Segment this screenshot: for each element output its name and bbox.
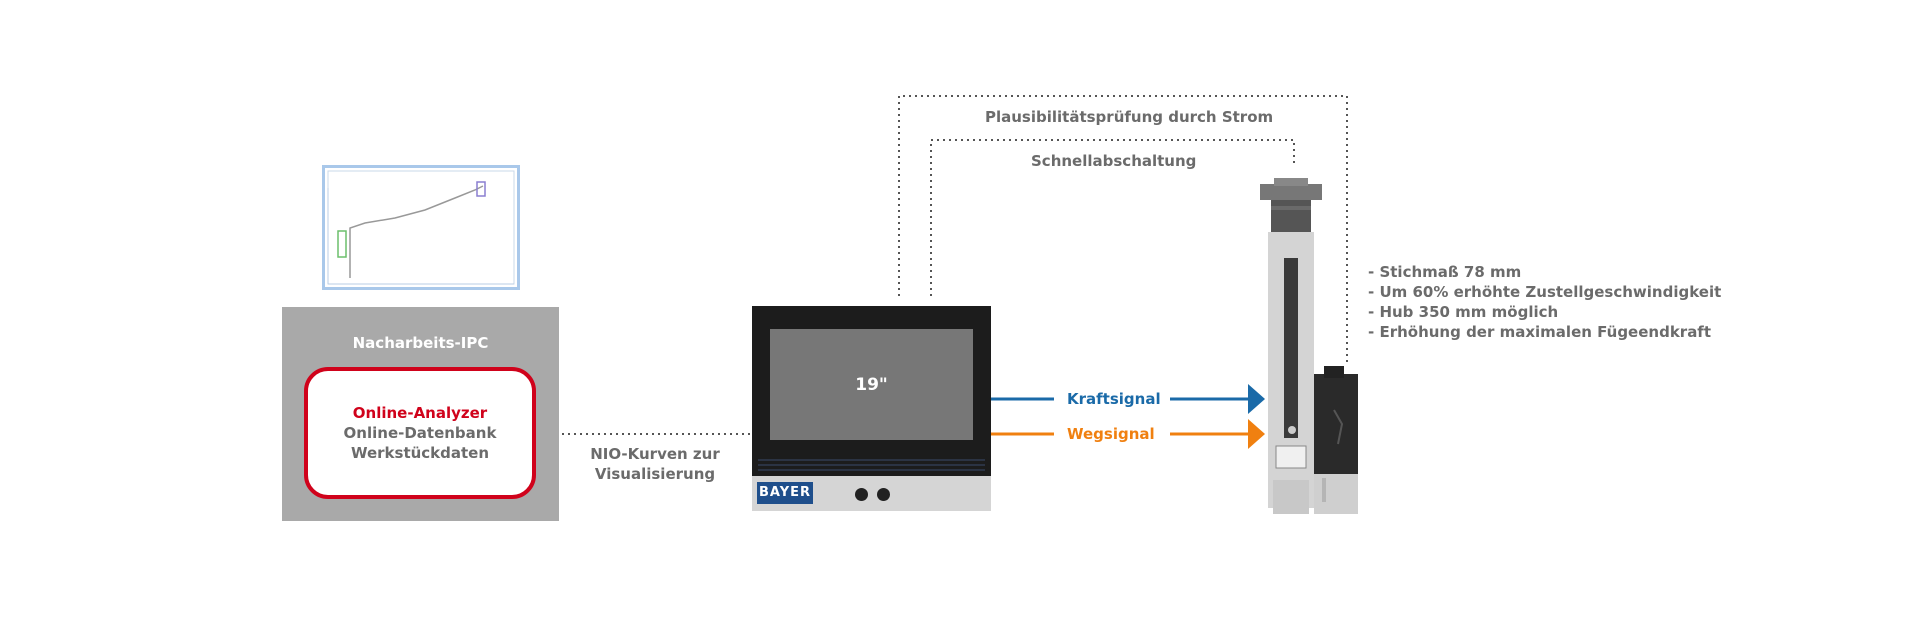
signal-arrows <box>991 384 1265 449</box>
window-purple <box>476 181 486 197</box>
online-datenbank-label: Online-Datenbank <box>343 424 497 442</box>
curve-line <box>349 185 484 278</box>
ipc-software-box: Online-Analyzer Online-Datenbank Werkstü… <box>304 367 536 499</box>
press-motor <box>1271 200 1311 232</box>
press-drive-box <box>1314 374 1358 474</box>
window-green <box>337 230 347 258</box>
nio-link-label-line-1: NIO-Kurven zur <box>590 445 720 463</box>
nio-link-label-line-2: Visualisierung <box>594 465 716 483</box>
bayer-logo: BAYER <box>757 482 813 504</box>
monitor-stripes <box>758 459 985 471</box>
curve-thumbnail-plot <box>327 170 515 285</box>
nio-link-label: NIO-Kurven zur Visualisierung <box>580 444 730 484</box>
wegsignal-label: Wegsignal <box>1067 425 1155 443</box>
online-analyzer-label: Online-Analyzer <box>352 404 488 422</box>
feedback-inner-label: Schnellabschaltung <box>1031 152 1197 170</box>
screen-size-label: 19" <box>855 375 888 395</box>
feedback-inner-line <box>930 139 1295 296</box>
spec-item: - Erhöhung der maximalen Fügeendkraft <box>1368 323 1712 341</box>
specs-list: - Stichmaß 78 mm - Um 60% erhöhte Zustel… <box>1368 262 1721 342</box>
kraft-arrow-head <box>1248 384 1265 414</box>
press-slot <box>1284 258 1298 438</box>
weg-arrow-head <box>1248 419 1265 449</box>
monitor-screen <box>770 329 973 440</box>
spec-item: - Stichmaß 78 mm <box>1368 263 1522 281</box>
knob-right <box>877 488 890 501</box>
ipc-title: Nacharbeits-IPC <box>352 334 489 352</box>
spec-item: - Hub 350 mm möglich <box>1368 303 1559 321</box>
spec-item: - Um 60% erhöhte Zustellgeschwindigkeit <box>1368 283 1722 301</box>
kraftsignal-label: Kraftsignal <box>1067 390 1161 408</box>
curve-thumbnail <box>322 165 520 290</box>
knob-left <box>855 488 868 501</box>
press-unit <box>1260 178 1358 514</box>
press-top-cap <box>1260 184 1322 200</box>
werkstueckdaten-label: Werkstückdaten <box>350 444 490 462</box>
feedback-outer-label: Plausibilitätsprüfung durch Strom <box>985 108 1274 126</box>
